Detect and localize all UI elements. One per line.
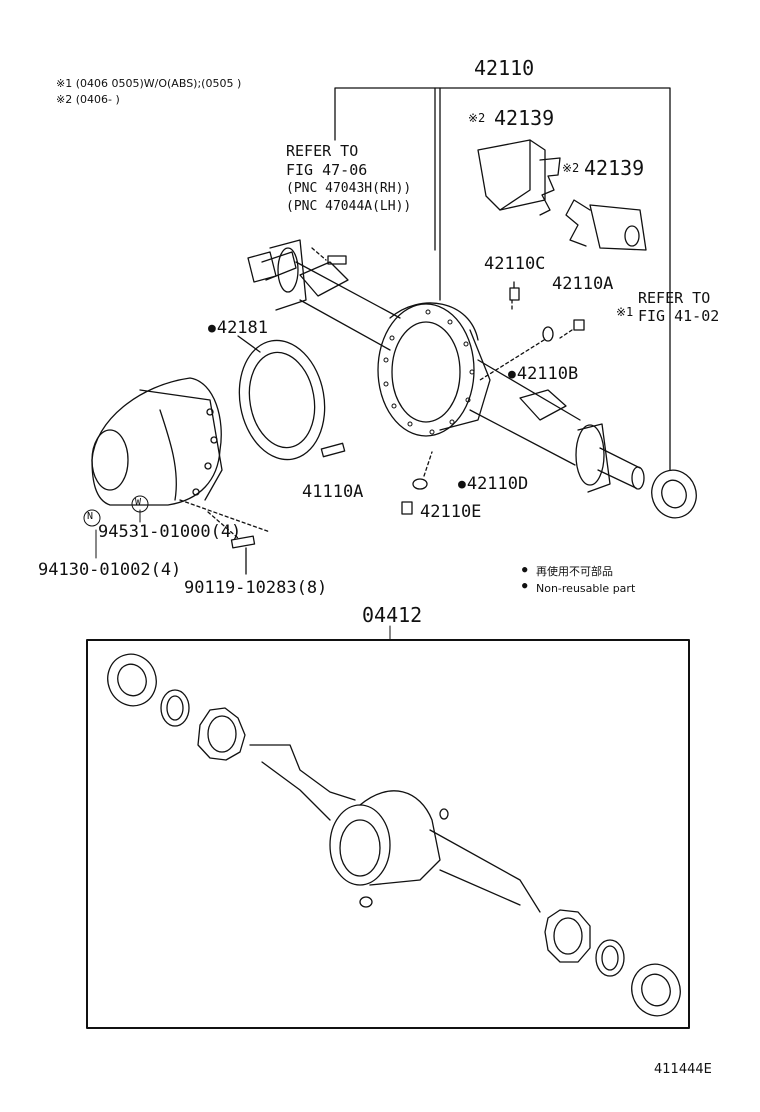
leader-lines-42110 [334,87,671,471]
stud-41110A [320,442,346,458]
nut-marker-circle [83,509,101,527]
bolt-90119 [179,499,271,575]
label-42181: 42181 [208,320,268,337]
label-42110D: 42110D [458,476,528,493]
refer-left-line4: (PNC 47044A(LH)) [286,199,412,214]
legend-dot-2: ● [522,581,528,591]
label-04412: 04412 [362,603,423,627]
note-1: ※1 (0406 0505)W/O(ABS);(0505 ) [56,77,242,90]
label-42110E: 42110E [420,502,482,522]
kit-04412-box [86,639,690,1029]
legend-dot-1: ● [522,565,528,575]
label-42139-b: 42139 [584,156,645,180]
legend-jp: 再使用不可部品 [536,565,613,578]
figure-id: 411444E [654,1062,712,1077]
refer-left-line3: (PNC 47043H(RH)) [286,181,412,196]
stud-near-shaft [311,247,347,265]
gasket-42181 [237,335,326,461]
label-42139-a: 42139 [494,106,555,130]
marker-refer-right: ※1 [616,305,634,319]
label-42110C: 42110C [484,254,546,274]
label-94531: 94531-01000(4) [98,522,242,542]
note-2: ※2 (0406- ) [56,93,120,106]
plug-42110B [479,326,554,381]
label-94130: 94130-01002(4) [38,560,182,580]
plug-42110A [559,319,585,339]
oil-seal-right [651,469,697,519]
axle-housing [247,239,645,493]
label-42110: 42110 [474,56,535,80]
bracket-42139-lower [565,199,647,251]
breather-42110C [509,281,520,311]
label-42110B: 42110B [508,366,578,383]
marker-bracket-b: ※2 [562,161,580,175]
kit-contents [107,653,681,1017]
refer-left-line1: REFER TO [286,142,359,160]
refer-right-line2: FIG 41-02 [638,307,720,325]
refer-left-line2: FIG 47-06 [286,161,368,179]
washer-marker-letter: W [135,497,142,508]
differential-carrier [91,377,223,506]
washer-marker-circle [131,495,149,513]
plug-42110E [401,501,413,515]
nut-marker-letter: N [87,511,94,522]
label-41110A: 41110A [302,482,364,502]
washer-42110D [412,451,433,490]
marker-bracket-a: ※2 [468,111,486,125]
label-42110A: 42110A [552,274,614,294]
refer-right-line1: REFER TO [638,289,711,307]
bracket-42139-upper [477,139,561,216]
legend-en: Non-reusable part [536,582,636,595]
label-90119: 90119-10283(8) [184,578,328,598]
